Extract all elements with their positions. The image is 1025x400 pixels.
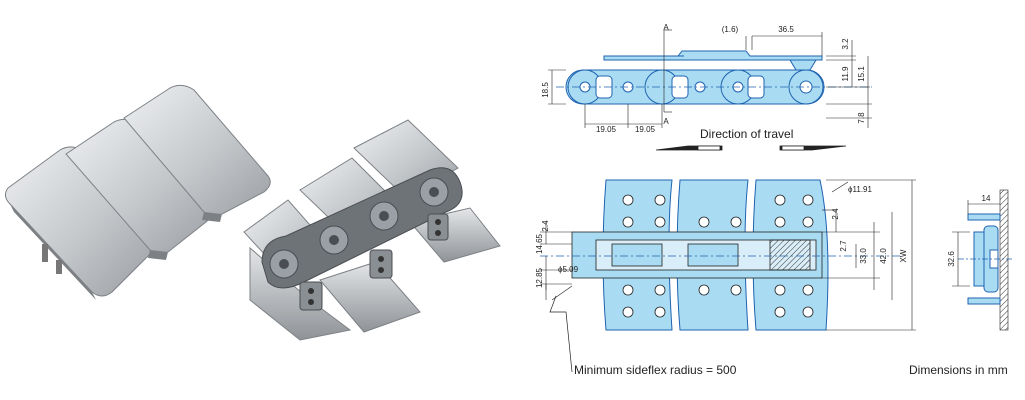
dim-height-2: 15.1 bbox=[857, 66, 866, 82]
plate-right bbox=[123, 84, 271, 222]
dim-section-14: 14 bbox=[982, 194, 991, 203]
plan-bolt-holes bbox=[622, 194, 814, 318]
dim-plan-12-85: 12.85 bbox=[535, 267, 544, 288]
side-chain-links bbox=[565, 59, 825, 105]
dim-gap: (1.6) bbox=[722, 25, 739, 34]
top-plates-photo bbox=[4, 84, 271, 300]
side-dimension-lines bbox=[548, 29, 872, 128]
plan-view: 2.4 14.65 12.85 ϕ5.09 ϕ11.91 2.4 2.7 33.… bbox=[535, 179, 916, 377]
dim-overlap: 36.5 bbox=[778, 25, 794, 34]
dim-plate-thickness: 3.2 bbox=[841, 38, 850, 50]
section-marker-top: A bbox=[663, 23, 669, 32]
dim-plan-33: 33.0 bbox=[859, 248, 868, 264]
plan-chain bbox=[571, 231, 823, 279]
dim-plan-14-65: 14.65 bbox=[535, 233, 544, 254]
side-elevation-view: 18.5 19.05 19.05 A A (1.6) 36.5 3.2 11.9… bbox=[541, 23, 872, 151]
dim-plan-2-7: 2.7 bbox=[839, 240, 848, 252]
section-wall bbox=[999, 189, 1009, 331]
dimensions-unit-label: Dimensions in mm bbox=[909, 363, 1008, 377]
dim-plan-xw: XW bbox=[899, 249, 908, 262]
dim-bottom: 7.8 bbox=[857, 112, 866, 124]
plan-dimension-lines bbox=[540, 179, 916, 331]
dim-plan-2-4-left: 2.4 bbox=[541, 220, 550, 232]
assembly-chain bbox=[261, 167, 463, 311]
chain-assembly-photo bbox=[243, 119, 501, 341]
section-view: 14 32.6 Dimensions in mm bbox=[909, 189, 1012, 377]
dim-plan-hole-dia: ϕ11.91 bbox=[848, 185, 872, 194]
dim-pitch-1: 19.05 bbox=[596, 125, 617, 134]
section-dimension-lines bbox=[952, 200, 1000, 287]
dim-height-1: 11.9 bbox=[841, 66, 850, 82]
sideflex-radius-label: Minimum sideflex radius = 500 bbox=[574, 363, 737, 377]
dim-overall-link: 18.5 bbox=[541, 82, 550, 98]
dim-plan-2-4-right: 2.4 bbox=[831, 208, 840, 220]
dim-plan-pin-dia: ϕ5.09 bbox=[558, 265, 579, 274]
dim-section-32-6: 32.6 bbox=[947, 251, 956, 267]
pin-stubs bbox=[42, 244, 62, 274]
dim-plan-42: 42.0 bbox=[879, 248, 888, 264]
section-marker-bottom: A bbox=[663, 117, 669, 126]
radius-leader-line bbox=[549, 295, 573, 373]
dim-pitch-2: 19.05 bbox=[635, 125, 656, 134]
top-plate-strip bbox=[603, 50, 823, 61]
direction-of-travel-label: Direction of travel bbox=[700, 127, 793, 141]
direction-arrows-icon bbox=[655, 145, 847, 151]
